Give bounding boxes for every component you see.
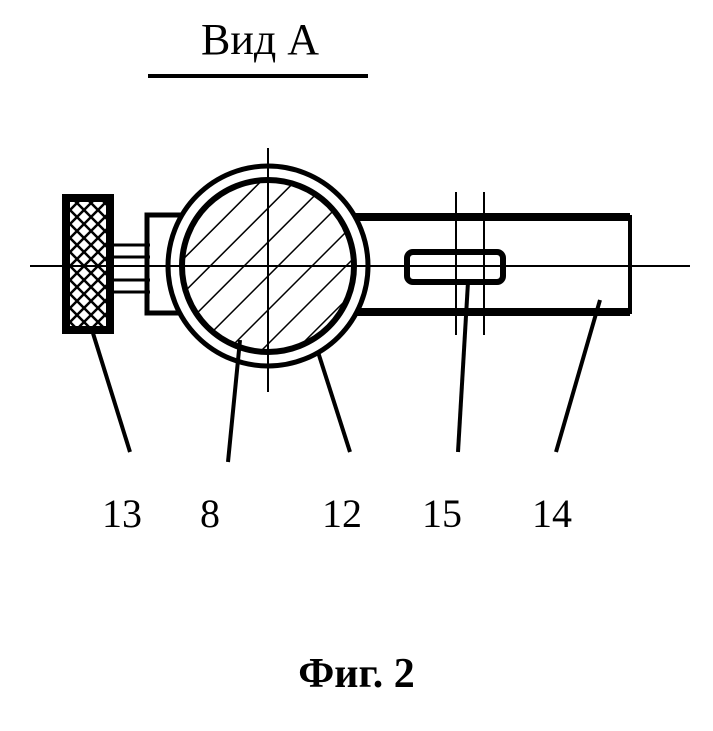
rod-part-14 (353, 213, 632, 316)
title-underline (148, 74, 368, 78)
center-lines (30, 148, 690, 392)
callout-12: 12 (322, 491, 362, 536)
leader-lines (90, 281, 602, 463)
callout-15: 15 (422, 491, 462, 536)
callout-13: 13 (102, 491, 142, 536)
callout-8: 8 (200, 491, 220, 536)
knob-part-13 (62, 194, 114, 334)
figure-caption: Фиг. 2 (298, 651, 415, 697)
view-title: Вид А (200, 15, 320, 64)
callout-14: 14 (532, 491, 572, 536)
